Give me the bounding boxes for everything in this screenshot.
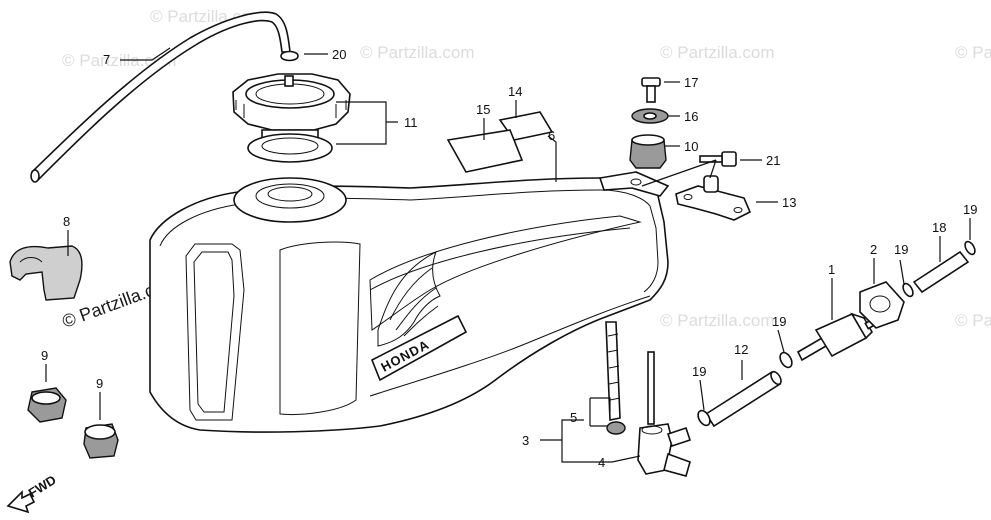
- callout-7: 7: [103, 52, 110, 67]
- fuel-tank[interactable]: [149, 171, 670, 433]
- tube-clip[interactable]: [280, 50, 299, 62]
- callout-1: 1: [828, 262, 835, 277]
- nut-b[interactable]: [83, 423, 119, 459]
- callout-19c: 19: [894, 242, 908, 257]
- callout-9a: 9: [41, 348, 48, 363]
- hose-clip-19d[interactable]: [963, 240, 977, 256]
- callouts: 7 20 11 8 9 9 14 15 6 17 16 10 21 13 2 1…: [41, 47, 977, 470]
- callout-6: 6: [548, 128, 555, 143]
- fwd-label: FWD: [26, 472, 59, 500]
- callout-4: 4: [598, 455, 605, 470]
- watermark: © Partzilla.com: [360, 43, 475, 62]
- callout-15: 15: [476, 102, 490, 117]
- callout-2: 2: [870, 242, 877, 257]
- fuel-filter-1[interactable]: [796, 312, 880, 362]
- callout-20: 20: [332, 47, 346, 62]
- strainer-5[interactable]: [605, 321, 626, 435]
- watermark: © Partzilla.com: [660, 43, 775, 62]
- callout-5: 5: [570, 410, 577, 425]
- hose-clip-19a[interactable]: [696, 409, 713, 428]
- hose-clip-19b[interactable]: [778, 351, 795, 370]
- watermark: © Partzilla.com: [955, 43, 991, 62]
- callout-21: 21: [766, 153, 780, 168]
- callout-19d: 19: [963, 202, 977, 217]
- callout-13: 13: [782, 195, 796, 210]
- hose-clip-19c[interactable]: [901, 282, 915, 298]
- holder-2[interactable]: [859, 281, 905, 329]
- callout-12: 12: [734, 342, 748, 357]
- breather-tube[interactable]: [30, 11, 291, 183]
- tank-bracket[interactable]: [9, 245, 83, 301]
- callout-10: 10: [684, 139, 698, 154]
- grommet-10[interactable]: [629, 134, 667, 169]
- callout-9b: 9: [96, 376, 103, 391]
- callout-16: 16: [684, 109, 698, 124]
- callout-19a: 19: [692, 364, 706, 379]
- callout-3: 3: [522, 433, 529, 448]
- cap-gasket[interactable]: [247, 133, 333, 163]
- callout-18: 18: [932, 220, 946, 235]
- nut-a[interactable]: [27, 387, 67, 423]
- forward-arrow: FWD: [6, 472, 59, 514]
- callout-19b: 19: [772, 314, 786, 329]
- watermark: © Partzilla.com: [660, 311, 775, 330]
- bolt-17[interactable]: [641, 77, 661, 103]
- callout-14: 14: [508, 84, 522, 99]
- callout-17: 17: [684, 75, 698, 90]
- fuel-valve-4[interactable]: [637, 351, 692, 477]
- stay-plate-13[interactable]: [675, 175, 752, 221]
- watermark: © Partzilla.com: [62, 51, 177, 70]
- leader-lines: [45, 47, 971, 463]
- fuel-cap[interactable]: [232, 73, 351, 141]
- hose-18[interactable]: [912, 250, 970, 294]
- fuel-hose-12[interactable]: [704, 370, 783, 428]
- decal-15[interactable]: [446, 129, 524, 173]
- watermark: © Partzilla.com: [955, 311, 991, 330]
- callout-8: 8: [63, 214, 70, 229]
- washer-16[interactable]: [631, 108, 669, 124]
- callout-11: 11: [404, 115, 418, 130]
